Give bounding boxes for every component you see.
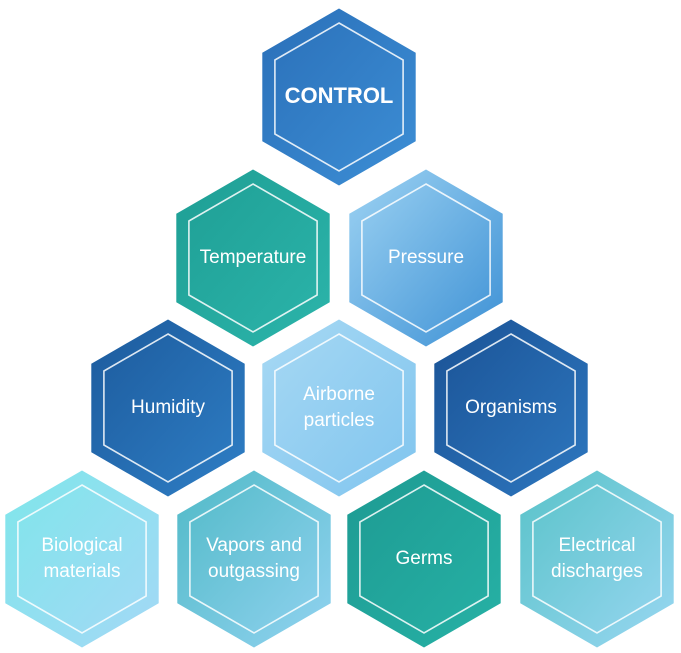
hex-label-biological-line-1: Biological	[41, 535, 122, 556]
hex-shape-germs	[341, 464, 507, 653]
hex-inner-outline-germs	[359, 484, 489, 634]
hex-label-electrical-line-1: Electrical	[558, 535, 635, 556]
hex-cell-control: CONTROL	[256, 2, 422, 192]
hex-cell-biological: Biological materials	[0, 464, 165, 653]
hex-shape-airborne	[256, 313, 422, 503]
hex-shape-temperature	[170, 163, 336, 353]
hex-cell-electrical: Electrical discharges	[514, 464, 680, 653]
hex-label-control-line-1: CONTROL	[285, 83, 394, 108]
hex-shape-pressure	[343, 163, 509, 353]
hex-shape-electrical	[514, 464, 680, 653]
hex-label-humidity-line-1: Humidity	[131, 397, 205, 418]
hex-label-pressure-line-1: Pressure	[388, 247, 464, 268]
hex-shape-organisms	[428, 313, 594, 503]
hex-shape-humidity	[85, 313, 251, 503]
hex-inner-outline-biological	[17, 484, 147, 634]
hex-inner-outline-organisms	[446, 333, 576, 483]
hex-cell-humidity: Humidity	[85, 313, 251, 503]
hex-shape-vapors	[171, 464, 337, 653]
hex-cell-germs: Germs	[341, 464, 507, 653]
hex-inner-outline-airborne	[274, 333, 404, 483]
hex-label-temperature-line-1: Temperature	[200, 247, 307, 268]
hex-cell-pressure: Pressure	[343, 163, 509, 353]
hex-label-vapors-line-1: Vapors and	[206, 535, 302, 556]
hex-cell-vapors: Vapors and outgassing	[171, 464, 337, 653]
hex-label-airborne-line-1: Airborne	[303, 384, 375, 405]
hex-label-electrical-line-2: discharges	[551, 561, 643, 582]
hex-inner-outline-humidity	[103, 333, 233, 483]
hex-label-vapors-line-2: outgassing	[208, 561, 300, 582]
hex-inner-outline-vapors	[189, 484, 319, 634]
hex-label-airborne-line-2: particles	[304, 410, 375, 431]
hex-cell-organisms: Organisms	[428, 313, 594, 503]
hex-label-organisms-line-1: Organisms	[465, 397, 557, 418]
hex-label-germs-line-1: Germs	[396, 548, 453, 569]
hex-inner-outline-electrical	[532, 484, 662, 634]
hex-inner-outline-temperature	[188, 183, 318, 333]
hex-label-biological-line-2: materials	[43, 561, 120, 582]
hex-cell-temperature: Temperature	[170, 163, 336, 353]
hex-shape-control	[256, 2, 422, 192]
hex-inner-outline-pressure	[361, 183, 491, 333]
hex-shape-biological	[0, 464, 165, 653]
hex-inner-outline-control	[274, 22, 404, 172]
hex-cell-airborne: Airborne particles	[256, 313, 422, 503]
